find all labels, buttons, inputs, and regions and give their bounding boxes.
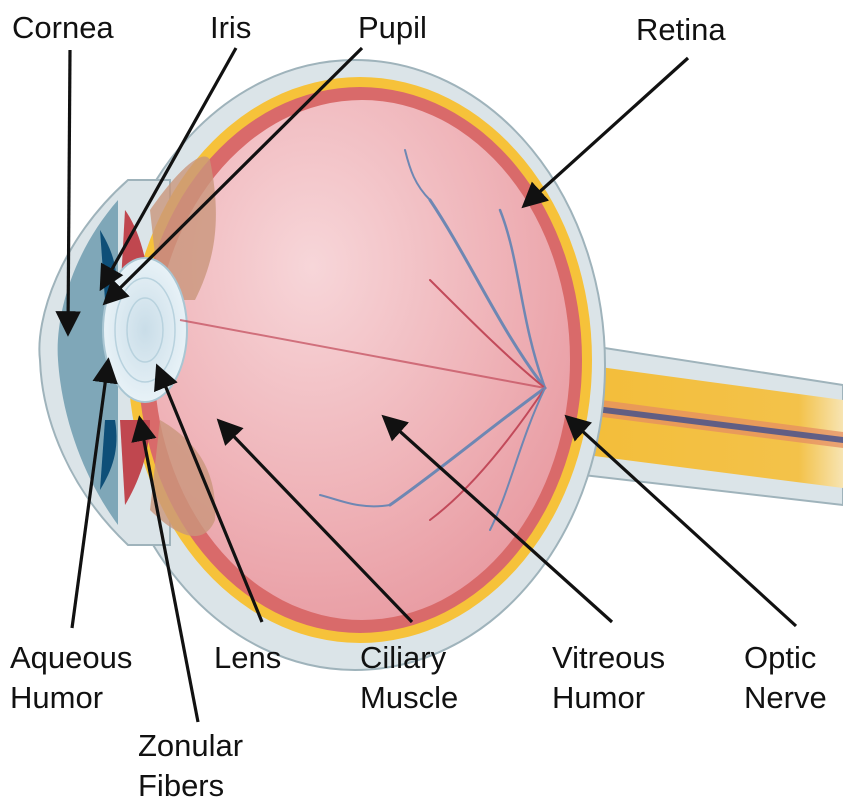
arrow-retina [525,58,688,205]
label-ciliary-muscle-line1: Ciliary [360,640,447,675]
label-optic-nerve-line1: Optic [744,640,816,675]
label-optic-nerve-line2: Nerve [744,680,827,715]
label-ciliary-muscle-line2: Muscle [360,680,458,715]
arrow-cornea [68,50,70,332]
label-vitreous-humor-line1: Vitreous [552,640,665,675]
vitreous-body [154,100,570,620]
label-iris: Iris [210,10,251,45]
label-lens: Lens [214,640,281,675]
label-aqueous-humor-line1: Aqueous [10,640,132,675]
label-aqueous-humor-line2: Humor [10,680,103,715]
lens-shape [103,258,187,402]
label-zonular-fibers-line1: Zonular [138,728,243,763]
label-zonular-fibers-line2: Fibers [138,768,224,803]
label-pupil: Pupil [358,10,427,45]
label-cornea: Cornea [12,10,114,45]
label-vitreous-humor-line2: Humor [552,680,645,715]
label-retina: Retina [636,12,726,47]
